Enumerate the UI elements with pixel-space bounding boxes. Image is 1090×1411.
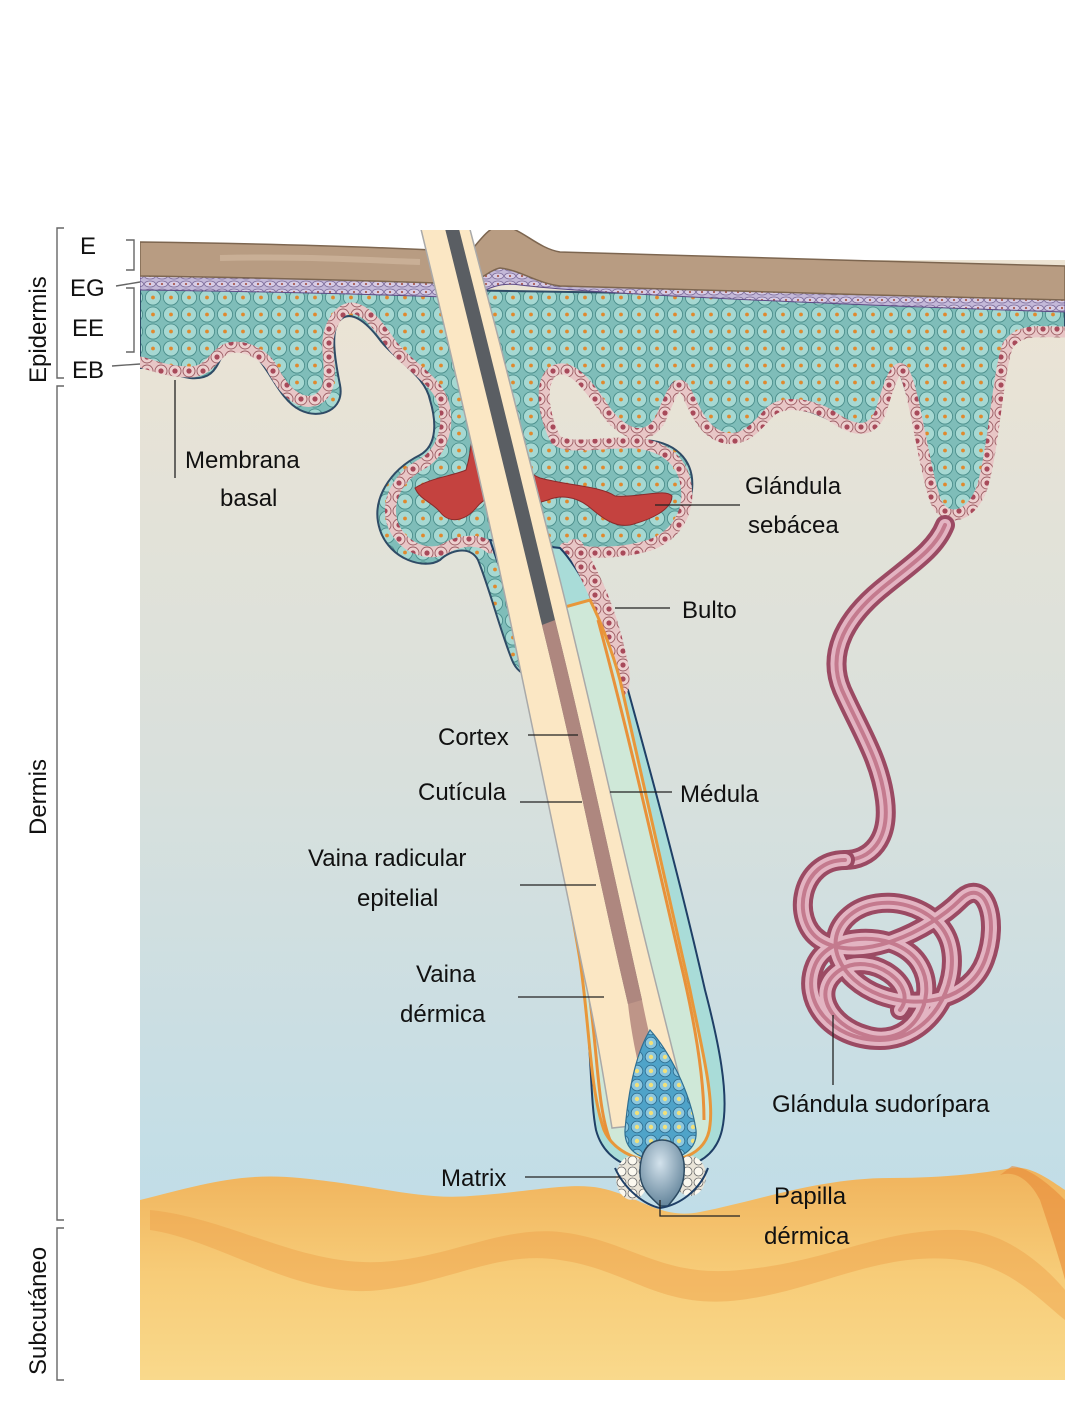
label-membrana-2: basal [220, 485, 277, 512]
label-dermis: Dermis [25, 759, 52, 835]
region-labels: Epidermis Dermis Subcutáneo [25, 276, 52, 1375]
subcutaneous-fat [140, 1167, 1065, 1380]
basal-layer [140, 302, 496, 558]
corneum-highlight [219, 254, 421, 265]
label-vaina-radicular-2: epitelial [357, 885, 438, 912]
label-eg: EG [70, 275, 105, 302]
label-sudoripara: Glándula sudorípara [772, 1091, 990, 1118]
fat-shading-2 [1000, 1166, 1065, 1280]
label-e: E [80, 233, 96, 260]
label-papilla-2: dérmica [764, 1223, 850, 1250]
dermal-sheath-line-right [596, 619, 706, 1121]
bracket-epidermis [56, 227, 64, 379]
label-subcutaneo: Subcutáneo [25, 1247, 52, 1375]
leader-lines [174, 380, 834, 1217]
label-papilla-1: Papilla [774, 1183, 847, 1210]
pointer-eb [111, 363, 141, 367]
label-sebacea-2: sebácea [748, 512, 839, 539]
label-bulto: Bulto [682, 597, 737, 624]
label-cuticula: Cutícula [418, 779, 507, 806]
bracket-ee [126, 287, 135, 353]
label-vaina-dermica-1: Vaina [416, 961, 476, 988]
label-cortex: Cortex [438, 724, 509, 751]
leader-papilla [659, 1200, 740, 1217]
label-medula: Médula [680, 781, 759, 808]
label-vaina-radicular-1: Vaina radicular [308, 845, 466, 872]
fat-shading [150, 1210, 1065, 1320]
bracket-dermis [56, 385, 64, 1221]
label-membrana-1: Membrana [185, 447, 300, 474]
dermal-papilla [639, 1139, 685, 1207]
bracket-e [126, 239, 135, 271]
pointer-eg [115, 281, 141, 287]
basal-layer-right [538, 326, 1065, 558]
sweat-gland-duct-core [834, 523, 947, 862]
label-sebacea-1: Glándula [745, 473, 842, 500]
hair-cortex-shade [542, 620, 668, 1112]
label-vaina-dermica-2: dérmica [400, 1001, 486, 1028]
structure-labels: Membrana basal Glándula sebácea Bulto Co… [185, 447, 990, 1250]
label-epidermis: Epidermis [25, 276, 52, 383]
label-matrix: Matrix [441, 1165, 506, 1192]
sweat-gland-coil [792, 850, 1001, 1050]
layer-labels: E EG EE EB [70, 233, 105, 384]
label-eb: EB [72, 357, 104, 384]
label-ee: EE [72, 315, 104, 342]
bracket-subcutaneo [56, 1227, 64, 1381]
tissue [140, 230, 1065, 1380]
brackets [56, 227, 141, 1381]
